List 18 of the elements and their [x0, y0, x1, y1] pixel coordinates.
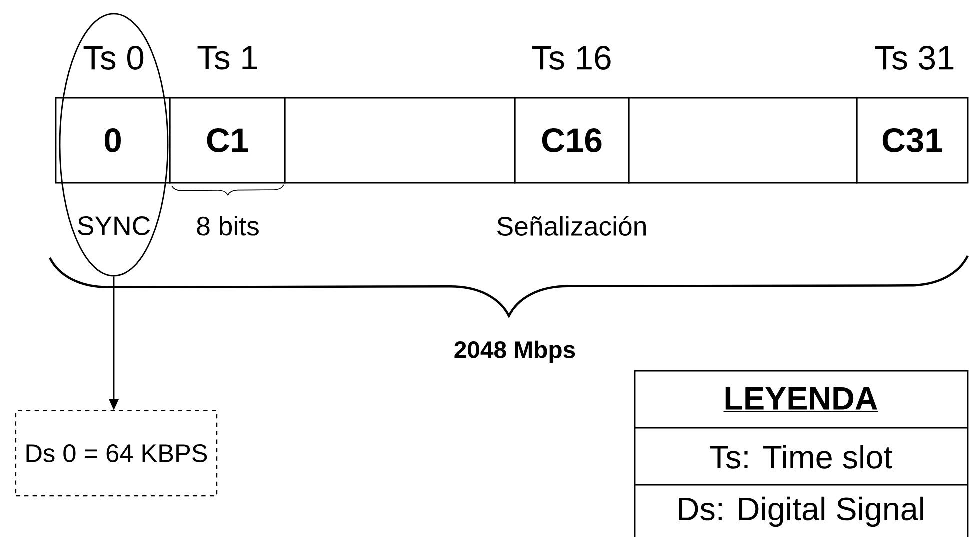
slot-cell: C16	[514, 97, 630, 184]
brace-label: 2048 Mbps	[454, 340, 576, 364]
ellipse	[59, 13, 169, 277]
dashed-box: Ds 0 = 64 KBPS	[15, 410, 218, 497]
brace-label: 8 bits	[197, 216, 259, 236]
slot-label: Ts 16	[532, 46, 611, 70]
slot-label: SYNC	[78, 216, 150, 236]
legend-entry: Ts: Time slot	[710, 445, 892, 469]
box	[284, 97, 516, 184]
slot-cell: C31	[856, 97, 969, 184]
legend-entry: Ds: Digital Signal	[679, 496, 924, 528]
legend-title: LEYENDA	[723, 387, 879, 412]
slot-label: Ts 31	[875, 46, 954, 70]
box	[628, 97, 858, 184]
slot-cell: C1	[169, 97, 286, 184]
slot-label: Ts 0	[84, 46, 144, 70]
slot-label: Ts 1	[198, 46, 258, 70]
brace-label: Señalización	[497, 216, 646, 236]
